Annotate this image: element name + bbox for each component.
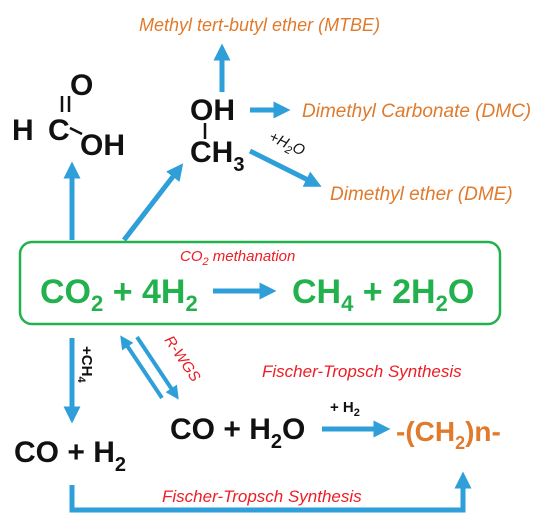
product-dmc: Dimethyl Carbonate (DMC) <box>302 101 531 122</box>
methane-addition-label: +CH4 <box>75 346 95 383</box>
fischer-tropsch-bottom-label: Fischer-Tropsch Synthesis <box>162 487 362 506</box>
rwgs-label: R-WGS <box>161 333 204 385</box>
formic-acid-h: H <box>12 114 34 147</box>
methanation-label: CO2 methanation <box>180 248 295 268</box>
hydrocarbon-product: -(CH2)n- <box>396 416 501 453</box>
formic-acid-oh: OH <box>80 129 125 162</box>
methanation-products: CH4 + 2H2O <box>292 273 474 316</box>
water-addition-label: +H2O <box>265 128 308 162</box>
syngas-left: CO + H2 <box>14 436 126 476</box>
product-dme: Dimethyl ether (DME) <box>330 184 513 205</box>
product-mtbe: Methyl tert-butyl ether (MTBE) <box>139 15 380 35</box>
methanation-box <box>18 240 502 326</box>
formic-acid-single-bond <box>69 126 83 136</box>
hydrogen-addition-label: + H2 <box>330 399 360 419</box>
syngas-water: CO + H2O <box>170 413 305 453</box>
fischer-tropsch-top-label: Fischer-Tropsch Synthesis <box>262 362 462 381</box>
methanol-oh: OH <box>190 94 235 127</box>
formic-acid-o: O <box>70 69 93 102</box>
arrow-to-dme <box>248 148 322 187</box>
arrow-rwgs-forward <box>135 335 179 400</box>
methanation-reactants: CO2 + 4H2 <box>40 273 198 316</box>
arrow-rwgs-reverse <box>120 335 164 400</box>
formic-acid-c: C <box>48 114 70 147</box>
methanol-ch3: CH3 <box>190 136 244 176</box>
arrow-ft-bottom-path <box>69 471 472 513</box>
arrow-to-methanol <box>122 163 184 242</box>
